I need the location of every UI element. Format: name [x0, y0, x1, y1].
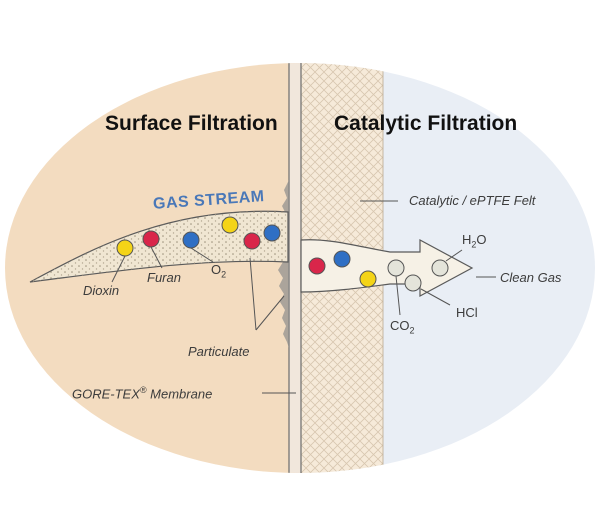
dioxin-label: Dioxin [83, 283, 120, 298]
particulate-label: Particulate [188, 344, 250, 359]
dioxin-molecule [221, 216, 239, 234]
h2o-label: H2O [462, 232, 487, 250]
surface-filtration-heading: Surface Filtration [105, 112, 278, 135]
clean-gas-label: Clean Gas [500, 270, 562, 285]
hcl-molecule [404, 274, 422, 292]
h2o-leader [445, 249, 463, 262]
furan-leader [150, 246, 163, 269]
dioxin-molecule [116, 239, 134, 257]
catalytic-filtration-heading: Catalytic Filtration [334, 112, 518, 135]
o2-label: O2 [211, 262, 227, 280]
furan-label: Furan [147, 270, 181, 285]
furan-molecule [142, 230, 160, 248]
gore-tex-membrane [289, 63, 301, 473]
co2-label: CO2 [390, 318, 415, 336]
h2o-molecule [431, 259, 449, 277]
particulate-leader-2 [255, 295, 285, 331]
o2-molecule [263, 224, 281, 242]
o2-molecule [333, 250, 351, 268]
particulate-leader-1 [249, 257, 257, 331]
hcl-leader [420, 288, 451, 306]
dioxin-molecule [359, 270, 377, 288]
dioxin-leader [111, 255, 126, 283]
furan-molecule [243, 232, 261, 250]
membrane-label: GORE-TEX® Membrane [72, 385, 213, 402]
o2-leader [190, 247, 214, 263]
felt-label: Catalytic / ePTFE Felt [409, 193, 536, 208]
hcl-label: HCl [456, 305, 478, 320]
co2-molecule [387, 259, 405, 277]
co2-leader [395, 275, 401, 316]
furan-molecule [308, 257, 326, 275]
o2-molecule [182, 231, 200, 249]
